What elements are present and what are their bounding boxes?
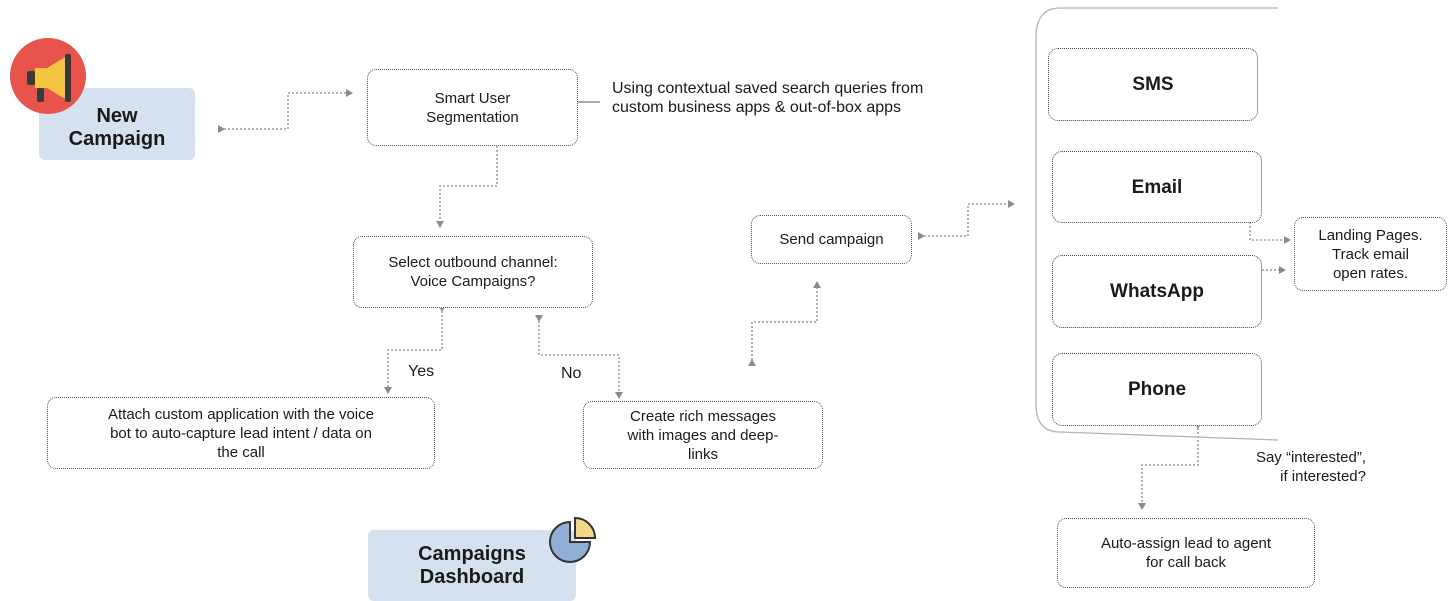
- rich-line1: Create rich messages: [630, 407, 776, 425]
- segmentation-note: Using contextual saved search queries fr…: [612, 79, 923, 117]
- channel-email-label: Email: [1131, 176, 1183, 198]
- landing-pages-box[interactable]: Landing Pages. Track email open rates.: [1294, 217, 1447, 291]
- channels-bracket: [1035, 7, 1279, 441]
- pie-chart-icon: [549, 516, 597, 563]
- auto-assign-line2: for call back: [1145, 554, 1227, 571]
- landing-line1: Landing Pages.: [1318, 226, 1423, 244]
- arrow-segmentation-select: [436, 140, 501, 228]
- channel-whatsapp[interactable]: WhatsApp: [1052, 255, 1262, 328]
- segmentation-note-line2: custom business apps & out-of-box apps: [612, 99, 902, 116]
- rich-messages-box[interactable]: Create rich messages with images and dee…: [583, 401, 823, 469]
- arrow-select-rich: [535, 315, 623, 399]
- segmentation-line1: Smart User: [434, 89, 511, 107]
- smart-user-segmentation-box[interactable]: Smart User Segmentation: [367, 69, 578, 146]
- segmentation-line2: Segmentation: [426, 108, 519, 126]
- landing-line2: Track email: [1332, 245, 1409, 263]
- dashboard-line1: Campaigns: [418, 542, 526, 565]
- channel-phone[interactable]: Phone: [1052, 353, 1262, 426]
- select-channel-box[interactable]: Select outbound channel: Voice Campaigns…: [353, 236, 593, 308]
- yes-label: Yes: [408, 363, 435, 380]
- send-campaign-box[interactable]: Send campaign: [751, 215, 912, 264]
- arrow-select-attach: [384, 305, 446, 394]
- say-interested-note: Say “interested”, if interested?: [1222, 448, 1366, 486]
- select-channel-line1: Select outbound channel:: [388, 254, 558, 271]
- auto-assign-box[interactable]: Auto-assign lead to agent for call back: [1057, 518, 1315, 588]
- attach-line2: bot to auto-capture lead intent / data o…: [110, 424, 372, 442]
- attach-line3: the call: [217, 443, 265, 461]
- arrow-send-channels: [918, 200, 1015, 240]
- attach-application-box[interactable]: Attach custom application with the voice…: [47, 397, 435, 469]
- rich-line2: with images and deep-: [627, 426, 779, 444]
- arrow-campaign-segmentation: [218, 89, 353, 133]
- campaigns-dashboard-tag[interactable]: Campaigns Dashboard: [368, 530, 576, 601]
- arrow-rich-send: [748, 281, 821, 366]
- say-interested-line1: Say “interested”,: [1255, 449, 1366, 466]
- dashboard-line2: Dashboard: [419, 565, 525, 588]
- channel-sms[interactable]: SMS: [1048, 48, 1258, 121]
- rich-line3: links: [687, 445, 718, 463]
- new-campaign-tag[interactable]: New Campaign: [39, 88, 195, 160]
- auto-assign-line1: Auto-assign lead to agent: [1100, 535, 1272, 552]
- no-label: No: [561, 365, 582, 382]
- channel-whatsapp-label: WhatsApp: [1110, 281, 1204, 302]
- send-campaign-label: Send campaign: [779, 231, 884, 248]
- new-campaign-line2: Campaign: [68, 128, 166, 150]
- channel-email[interactable]: Email: [1052, 151, 1262, 223]
- landing-line3: open rates.: [1332, 264, 1409, 282]
- arrow-phone-autoassign: [1138, 422, 1202, 510]
- megaphone-icon: [10, 38, 86, 114]
- attach-line1: Attach custom application with the voice: [108, 405, 374, 423]
- segmentation-note-line1: Using contextual saved search queries fr…: [612, 80, 924, 97]
- new-campaign-line1: New: [96, 105, 138, 127]
- channel-sms-label: SMS: [1132, 74, 1174, 95]
- select-channel-line2: Voice Campaigns?: [410, 273, 536, 290]
- say-interested-line2: if interested?: [1280, 468, 1366, 485]
- channel-phone-label: Phone: [1127, 379, 1187, 400]
